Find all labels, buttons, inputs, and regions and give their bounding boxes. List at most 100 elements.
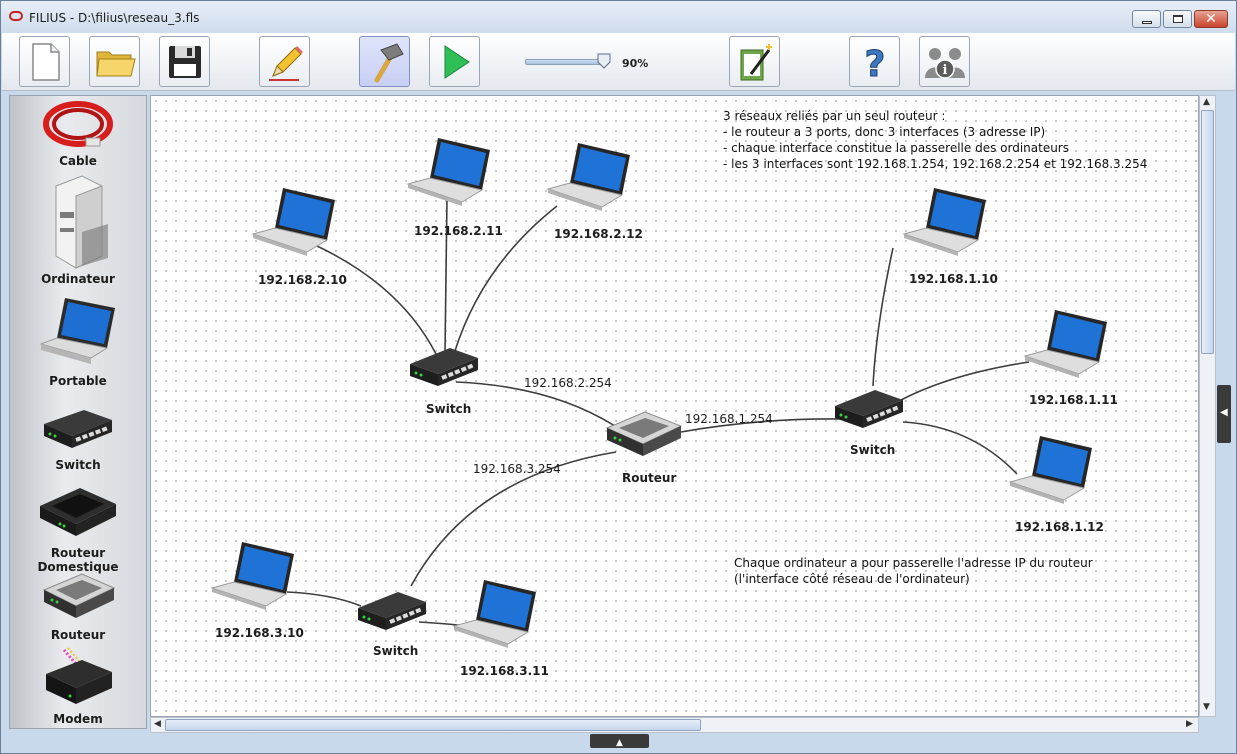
- router-icon: [42, 573, 116, 618]
- vertical-scroll-thumb[interactable]: [1201, 110, 1214, 354]
- switch-node-network-1[interactable]: [831, 384, 907, 436]
- laptop-node-3-10[interactable]: [210, 540, 296, 612]
- info-users-icon: i: [924, 47, 965, 79]
- palette-label: Modem: [53, 712, 103, 726]
- scroll-down-icon[interactable]: ▼: [1203, 702, 1210, 712]
- scroll-up-icon[interactable]: ▲: [1203, 97, 1210, 107]
- component-palette: Cable Ordinateur Portable: [9, 95, 147, 729]
- toolbar: 90% ? i: [2, 33, 1235, 91]
- laptop-node-1-11[interactable]: [1023, 308, 1109, 380]
- switch-node-network-3[interactable]: [354, 586, 430, 638]
- zoom-slider-thumb[interactable]: [597, 53, 611, 69]
- save-button[interactable]: [159, 36, 210, 87]
- switch-node-network-2[interactable]: [406, 342, 482, 394]
- laptop-label: 192.168.3.10: [215, 626, 304, 640]
- cable-link: [680, 418, 842, 433]
- window-title: FILIUS - D:\filius\reseau_3.fls: [29, 11, 200, 25]
- computer-icon: [55, 175, 108, 269]
- horizontal-scroll-thumb[interactable]: [165, 719, 701, 731]
- palette-item-computer[interactable]: Ordinateur: [10, 172, 146, 286]
- laptop-label: 192.168.2.10: [258, 273, 347, 287]
- palette-label: Routeur Domestique: [37, 546, 119, 574]
- chevron-up-icon: ▲: [616, 738, 623, 748]
- palette-label: Routeur: [50, 628, 106, 642]
- chevron-left-icon: ◀: [1220, 407, 1228, 418]
- cable-link: [286, 591, 362, 607]
- palette-label: Ordinateur: [41, 272, 115, 286]
- palette-label: Cable: [59, 154, 97, 168]
- palette-item-cable[interactable]: Cable: [10, 98, 146, 168]
- minimize-button[interactable]: [1132, 10, 1161, 28]
- router-interface-label: 192.168.2.254: [524, 376, 612, 390]
- palette-item-laptop[interactable]: Portable: [10, 292, 146, 388]
- router-interface-label: 192.168.3.254: [473, 462, 561, 476]
- router-node[interactable]: [603, 404, 685, 466]
- scroll-right-icon[interactable]: ▶: [1186, 719, 1193, 729]
- laptop-node-2-12[interactable]: [546, 141, 632, 213]
- open-file-button[interactable]: [89, 36, 140, 87]
- switch-label: Switch: [850, 443, 896, 457]
- note-bottom: Chaque ordinateur a pour passerelle l'ad…: [734, 555, 1093, 587]
- router-interface-label: 192.168.1.254: [685, 412, 773, 426]
- note-line: - chaque interface constitue la passerel…: [723, 141, 1069, 155]
- magic-wand-icon: [740, 43, 772, 80]
- svg-text:i: i: [942, 63, 947, 78]
- wizard-button[interactable]: [729, 36, 780, 87]
- laptop-label: 192.168.2.11: [414, 224, 503, 238]
- palette-label: Switch: [55, 458, 101, 472]
- palette-label: Portable: [49, 374, 107, 388]
- cable-link: [453, 205, 558, 355]
- question-mark-icon: ?: [864, 43, 886, 84]
- close-icon: ✕: [1205, 11, 1217, 27]
- scroll-left-icon[interactable]: ◀: [154, 719, 161, 729]
- laptop-node-2-11[interactable]: [406, 136, 492, 208]
- laptop-node-1-10[interactable]: [902, 186, 988, 258]
- laptop-label: 192.168.1.11: [1029, 393, 1118, 407]
- edit-mode-button[interactable]: [259, 36, 310, 87]
- note-line: - le routeur a 3 ports, donc 3 interface…: [723, 125, 1046, 139]
- cable-link: [444, 197, 448, 353]
- palette-item-home-router[interactable]: Routeur Domestique: [10, 476, 146, 574]
- zoom-level: 90%: [622, 57, 649, 70]
- minimize-icon: [1141, 20, 1152, 24]
- switch-label: Switch: [426, 402, 472, 416]
- laptop-node-2-10[interactable]: [251, 186, 337, 258]
- maximize-button[interactable]: [1163, 10, 1192, 28]
- cable-link: [410, 451, 617, 587]
- palette-item-switch[interactable]: Switch: [10, 396, 146, 472]
- cable-link: [902, 421, 1018, 475]
- folder-icon: [95, 51, 136, 76]
- network-canvas[interactable]: 192.168.2.10 192.168.2.11 192.168.2.12 1…: [150, 95, 1199, 717]
- bottom-panel-toggle[interactable]: ▲: [590, 734, 649, 748]
- hammer-icon: [374, 42, 404, 82]
- new-file-button[interactable]: [19, 36, 70, 87]
- switch-icon: [44, 410, 112, 448]
- cable-link: [455, 381, 616, 427]
- side-panel-toggle[interactable]: ◀: [1217, 385, 1231, 443]
- help-button[interactable]: ?: [849, 36, 900, 87]
- pencil-icon: [268, 45, 303, 81]
- close-button[interactable]: ✕: [1194, 10, 1228, 28]
- laptop-node-1-12[interactable]: [1008, 434, 1094, 506]
- note-line: (l'interface côté réseau de l'ordinateur…: [734, 572, 970, 586]
- laptop-node-3-11[interactable]: [452, 578, 538, 650]
- vertical-scrollbar[interactable]: ▲ ▼: [1199, 95, 1216, 717]
- note-line: Chaque ordinateur a pour passerelle l'ad…: [734, 556, 1093, 570]
- palette-item-router[interactable]: Routeur: [10, 564, 146, 642]
- svg-text:?: ?: [864, 44, 885, 84]
- cable-link: [872, 247, 894, 387]
- simulation-mode-button[interactable]: [429, 36, 480, 87]
- design-mode-button[interactable]: [359, 36, 410, 87]
- palette-item-modem[interactable]: Modem: [10, 646, 146, 726]
- modem-icon: [46, 647, 112, 704]
- title-bar: FILIUS - D:\filius\reseau_3.fls ✕: [1, 1, 1236, 33]
- cable-icon: [43, 101, 113, 147]
- zoom-slider-track[interactable]: [525, 59, 605, 65]
- new-document-icon: [31, 42, 60, 81]
- cable-link: [900, 361, 1030, 401]
- horizontal-scrollbar[interactable]: ◀ ▶: [150, 717, 1199, 733]
- about-button[interactable]: i: [919, 36, 970, 87]
- network-links: [286, 197, 1030, 627]
- laptop-icon: [39, 298, 115, 364]
